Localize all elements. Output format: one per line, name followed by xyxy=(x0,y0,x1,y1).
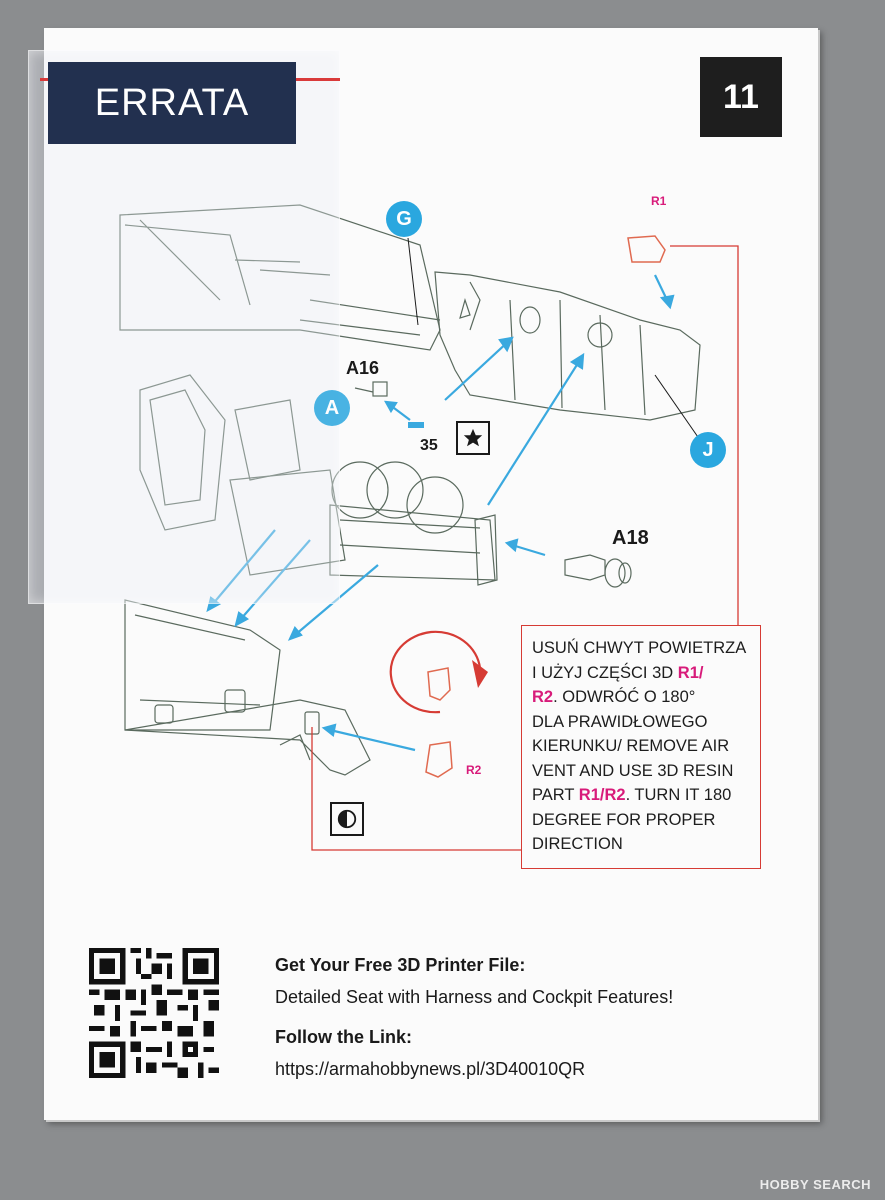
footer-url-link[interactable]: https://armahobbynews.pl/3D40010QR xyxy=(275,1059,586,1079)
footer-subtitle: Detailed Seat with Harness and Cockpit F… xyxy=(275,987,674,1007)
note-line-7-post: . TURN IT 180 xyxy=(625,786,732,804)
part-r2-label: R2 xyxy=(466,763,482,777)
note-part-r1-r2: R1/R2 xyxy=(578,786,626,804)
callout-j: J xyxy=(690,432,726,468)
note-line-9: DIRECTION xyxy=(532,835,623,853)
note-line-7: PART R1/R2. TURN IT 180 xyxy=(532,783,750,808)
note-part-r2: R2 xyxy=(532,688,554,706)
qr-code[interactable] xyxy=(89,948,219,1078)
star-icon xyxy=(456,421,490,455)
note-line-1: USUŃ CHWYT POWIETRZA xyxy=(532,639,747,657)
half-circle-icon xyxy=(330,802,364,836)
callout-a: A xyxy=(314,390,350,426)
page-number: 11 xyxy=(700,57,782,137)
footer-heading-follow-link: Follow the Link: xyxy=(275,1027,412,1047)
note-line-4: DLA PRAWIDŁOWEGO xyxy=(532,712,708,731)
note-line-6: VENT AND USE 3D RESIN xyxy=(532,761,734,780)
note-line-8: DEGREE FOR PROPER xyxy=(532,810,716,829)
note-line-2-text: I UŻYJ CZĘŚCI 3D xyxy=(532,663,678,682)
errata-note: USUŃ CHWYT POWIETRZA I UŻYJ CZĘŚCI 3D R1… xyxy=(521,625,761,869)
note-part-r1: R1/ xyxy=(677,663,704,682)
note-line-5: KIERUNKU/ REMOVE AIR xyxy=(532,737,730,755)
footer-heading-free-file: Get Your Free 3D Printer File: xyxy=(275,955,526,975)
note-line-3-text: . ODWRÓĆ O 180° xyxy=(553,688,696,706)
watermark: HOBBY SEARCH xyxy=(759,1177,871,1192)
instruction-page xyxy=(44,28,818,1120)
errata-label: ERRATA xyxy=(48,62,296,144)
note-line-2: I UŻYJ CZĘŚCI 3D R1/ xyxy=(532,661,750,686)
part-r1-label: R1 xyxy=(651,194,667,208)
note-line-3: R2. ODWRÓĆ O 180° xyxy=(532,685,750,710)
rotate-arrow-icon xyxy=(389,631,482,714)
count-35-label: 35 xyxy=(420,437,438,454)
callout-g: G xyxy=(386,201,422,237)
part-a18-label: A18 xyxy=(612,527,649,549)
note-line-7-text: PART xyxy=(532,786,579,804)
part-a16-label: A16 xyxy=(346,358,380,378)
